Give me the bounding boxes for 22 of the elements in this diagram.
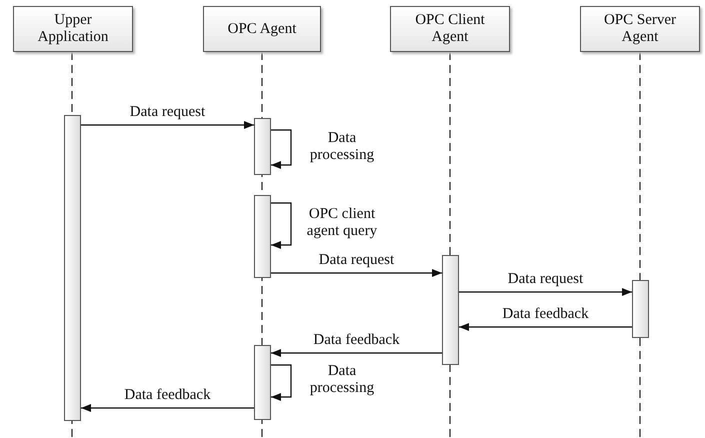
lifeline-head: OPC Client Agent bbox=[390, 6, 510, 52]
activation-bar bbox=[442, 255, 459, 365]
activation-bar bbox=[254, 118, 271, 175]
message-label: Data request bbox=[506, 271, 586, 288]
activation-bar bbox=[254, 345, 271, 420]
message-label: Data request bbox=[316, 252, 396, 269]
activation-bar bbox=[254, 195, 271, 278]
lifeline-head: OPC Agent bbox=[203, 6, 321, 52]
self-message-arrow bbox=[271, 202, 292, 249]
lifeline-head: Upper Application bbox=[13, 6, 133, 52]
message-arrow bbox=[459, 323, 632, 331]
message-label: Data request bbox=[128, 104, 208, 121]
message-arrow bbox=[81, 121, 254, 129]
message-arrow bbox=[271, 269, 442, 277]
lifeline-head: OPC Server Agent bbox=[580, 6, 700, 52]
activation-bar bbox=[632, 280, 649, 338]
message-arrow bbox=[271, 349, 442, 357]
message-arrow bbox=[459, 288, 632, 296]
message-arrow bbox=[81, 404, 254, 412]
self-message-arrow bbox=[271, 364, 292, 401]
self-message-arrow bbox=[271, 129, 292, 169]
activation-bar bbox=[64, 115, 81, 421]
